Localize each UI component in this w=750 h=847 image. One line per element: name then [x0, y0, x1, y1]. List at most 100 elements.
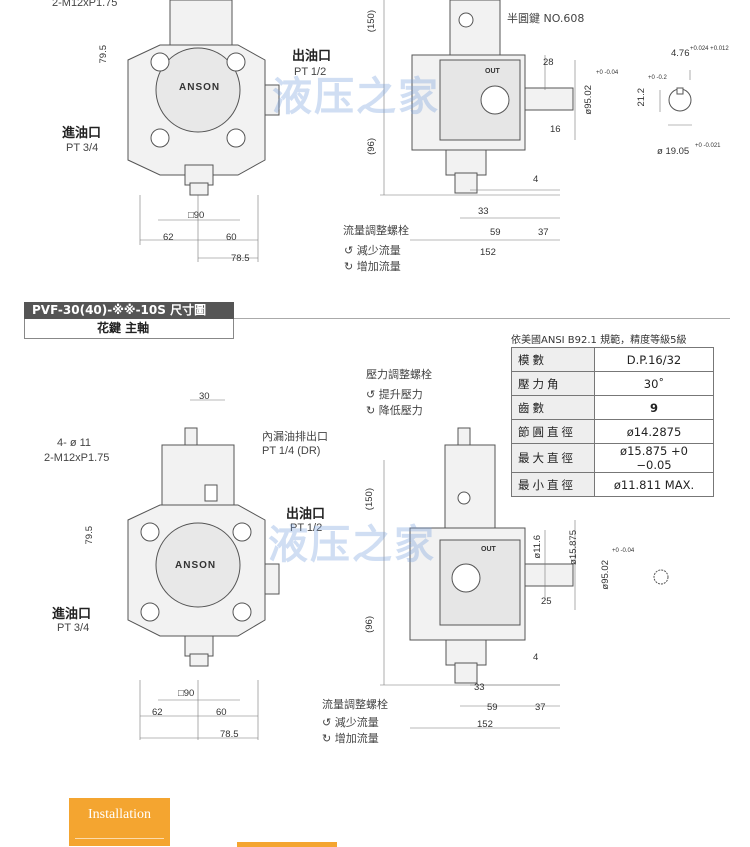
rotate-ccw-icon: ↺: [344, 244, 357, 257]
bottom-out-port-size: PT 1/2: [290, 522, 323, 534]
spec-value: ø15.875 +0 −0.05: [594, 443, 714, 473]
bottom-press-up: ↺ 提升壓力: [366, 388, 423, 401]
bottom-dim-11-6: ø11.6: [532, 535, 543, 559]
top-in-port-size: PT 3/4: [66, 142, 99, 154]
watermark-bottom: 液压之家: [268, 521, 436, 568]
top-dim-33: 33: [478, 206, 489, 217]
bottom-dim-62: 62: [152, 707, 163, 718]
top-dim-152: 152: [480, 247, 496, 258]
rotate-ccw-icon: ↺: [366, 388, 379, 401]
top-dim-59: 59: [490, 227, 501, 238]
installation-underline: [75, 838, 164, 839]
top-flow-screw-label: 流量調整螺栓: [343, 224, 409, 237]
top-brand-logo: ANSON: [179, 82, 221, 93]
bottom-pressure-screw-label: 壓力調整螺栓: [366, 368, 432, 381]
top-dim-4-76-tol: +0.024 +0.012: [690, 46, 729, 52]
top-flow-more: ↻ 增加流量: [344, 260, 401, 273]
section-divider: [24, 318, 730, 319]
bottom-flow-less: ↺ 減少流量: [322, 716, 379, 729]
bottom-dim-33: 33: [474, 682, 485, 693]
installation-label: Installation: [88, 807, 151, 822]
top-dim-28: 28: [543, 57, 554, 68]
spec-key: 模數: [511, 347, 595, 372]
rotate-cw-icon: ↻: [322, 732, 335, 745]
bottom-dim-78-5: 78.5: [220, 729, 239, 740]
top-flow-less: ↺ 減少流量: [344, 244, 401, 257]
bottom-press-down: ↻ 降低壓力: [366, 404, 423, 417]
spec-key: 最小直徑: [511, 472, 595, 497]
top-drawing: [127, 0, 692, 262]
spec-value: 30˚: [594, 371, 714, 396]
bottom-out-mark: OUT: [481, 546, 496, 553]
bottom-drain-label: 內漏油排出口: [262, 430, 328, 443]
spec-key: 節圓直徑: [511, 419, 595, 444]
spec-key: 壓力角: [511, 371, 595, 396]
top-dim-79-5: 79.5: [98, 45, 109, 64]
rotate-cw-icon: ↻: [366, 404, 379, 417]
bottom-dim-96: (96): [364, 616, 375, 633]
top-dim-21-2-tol: +0 -0.2: [648, 75, 667, 81]
spec-key: 齒數: [511, 395, 595, 420]
top-dim-16: 16: [550, 124, 561, 135]
section-subtitle: 花鍵 主軸: [24, 319, 234, 339]
bottom-dim-15-875: ø15.875: [568, 530, 579, 565]
top-out-port-size: PT 1/2: [294, 66, 327, 78]
bottom-out-port-label: 出油口: [286, 507, 326, 522]
top-side-upper-body: [449, 0, 501, 61]
top-dim-4-76: 4.76: [671, 48, 690, 59]
top-out-port: [264, 84, 280, 116]
top-dim-95-tol: +0 -0.04: [596, 70, 619, 76]
top-out-mark: OUT: [485, 68, 500, 75]
bottom-out-port: [264, 563, 280, 595]
top-dim-19-05-tol: +0 -0.021: [695, 143, 721, 149]
top-dim-150: (150): [366, 10, 377, 33]
bottom-drain-size: PT 1/4 (DR): [262, 445, 321, 457]
top-dim-4: 4: [533, 174, 539, 185]
installation-badge: Installation: [69, 798, 170, 846]
bottom-spline-end: [653, 569, 669, 585]
top-dim-96: (96): [366, 138, 377, 155]
bottom-dim-79-5: 79.5: [84, 526, 95, 545]
bottom-flow-screw-label: 流量調整螺栓: [322, 698, 388, 711]
bottom-holes-label: 4- ø 11: [57, 437, 92, 449]
top-dim-90: □90: [188, 210, 205, 221]
top-dim-21-2: 21.2: [636, 88, 647, 107]
bottom-flow-more: ↻ 增加流量: [322, 732, 379, 745]
bottom-side-upper-body: [444, 444, 496, 536]
top-dim-60: 60: [226, 232, 237, 243]
bottom-dim-25: 25: [541, 596, 552, 607]
bottom-dim-95-tol: +0 -0.04: [612, 548, 635, 554]
top-front-center-boss: [155, 47, 241, 133]
watermark-top: 液压之家: [272, 73, 440, 120]
top-dim-78-5: 78.5: [231, 253, 250, 264]
bottom-dim-59: 59: [487, 702, 498, 713]
bottom-dim-60: 60: [216, 707, 227, 718]
section-title: PVF-30(40)-※※-10S 尺寸圖: [24, 302, 234, 319]
bottom-dim-4: 4: [533, 652, 539, 663]
top-dim-37: 37: [538, 227, 549, 238]
rotate-ccw-icon: ↺: [322, 716, 335, 729]
spec-value: ø11.811 MAX.: [594, 472, 714, 497]
spec-note: 依美國ANSI B92.1 規範，精度等級5級: [511, 335, 687, 346]
top-key-label: 半圓鍵 NO.608: [507, 12, 585, 25]
spec-value: 9: [594, 395, 714, 420]
bottom-dim-90: □90: [178, 688, 195, 699]
bottom-dim-30: 30: [199, 391, 210, 402]
top-out-port-label: 出油口: [292, 49, 332, 64]
rotate-cw-icon: ↻: [344, 260, 357, 273]
bottom-in-port-label: 進油口: [52, 607, 92, 622]
top-in-port-label: 進油口: [62, 126, 102, 141]
top-thread-label: 2-M12xP1.75: [52, 0, 118, 9]
bottom-brand-logo: ANSON: [175, 560, 217, 571]
bottom-dim-37: 37: [535, 702, 546, 713]
bottom-side-spline-shaft: [524, 563, 574, 587]
bottom-front-center-boss: [155, 522, 241, 608]
next-section-heading-partial: [237, 842, 337, 847]
bottom-thread-label: 2-M12xP1.75: [44, 452, 110, 464]
